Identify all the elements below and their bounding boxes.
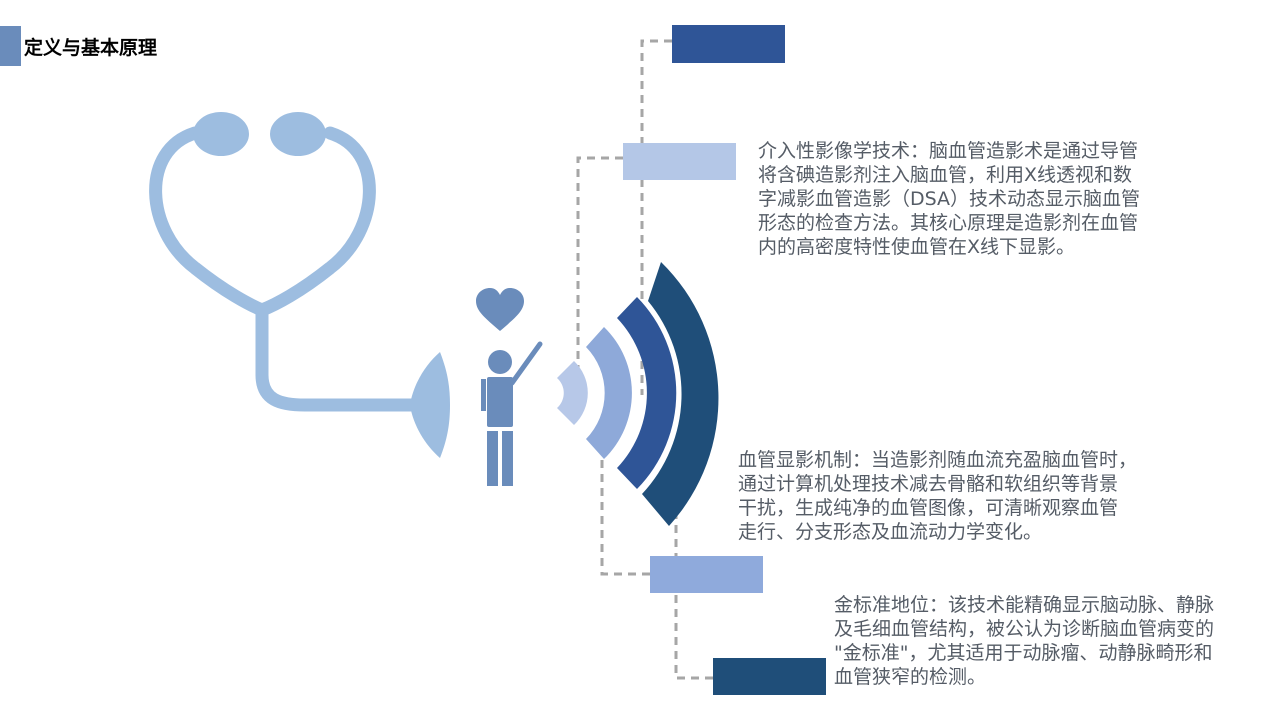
stethoscope-earpiece-right [270, 112, 326, 156]
connector-upper [576, 156, 623, 370]
box-top [672, 25, 785, 63]
person-raised-arm [509, 341, 543, 386]
section-2-line-2: 通过计算机处理技术减去骨骼和软组织等背景 [738, 473, 1119, 495]
section-1-line-2: 将含碘造影剂注入脑血管，利用X线透视和数 [758, 164, 1133, 186]
section-vessel-imaging-mechanism: 血管显影机制：当造影剂随血流充盈脑血管时， 通过计算机处理技术减去骨骼和软组织等… [738, 448, 1137, 544]
box-lower [650, 556, 763, 593]
connector-lower [600, 420, 650, 576]
section-3-line-1: 金标准地位：该技术能精确显示脑动脉、静脉 [834, 594, 1215, 616]
section-1-line-1: 介入性影像学技术：脑血管造影术是通过导管 [758, 140, 1139, 162]
section-3-line-2: 及毛细血管结构，被公认为诊断脑血管病变的 [834, 618, 1215, 640]
section-2-line-1: 血管显影机制：当造影剂随血流充盈脑血管时， [738, 449, 1138, 471]
section-2-line-3: 干扰，生成纯净的血管图像，可清晰观察血管 [738, 497, 1119, 519]
person-body [487, 377, 513, 427]
section-1-line-4: 形态的检查方法。其核心原理是造影剂在血管 [758, 212, 1139, 234]
person-right-leg [502, 431, 513, 486]
person-left-arm [481, 379, 486, 411]
stethoscope-icon [149, 112, 450, 458]
person-left-leg [487, 431, 498, 486]
section-interventional-imaging: 介入性影像学技术：脑血管造影术是通过导管 将含碘造影剂注入脑血管，利用X线透视和… [758, 139, 1140, 259]
stethoscope-stem [255, 303, 427, 412]
section-3-line-4: 血管狭窄的检测。 [834, 666, 987, 688]
section-gold-standard-status: 金标准地位：该技术能精确显示脑动脉、静脉 及毛细血管结构，被公认为诊断脑血管病变… [834, 593, 1214, 689]
connector-bottom [674, 452, 713, 680]
stethoscope-chestpiece [410, 352, 450, 458]
section-2-line-4: 走行、分支形态及血流动力学变化。 [738, 521, 1043, 543]
connector-lines [576, 39, 713, 680]
page-title: 定义与基本原理 [24, 37, 158, 59]
section-3-line-3: "金标准"，尤其适用于动脉瘤、动静脉畸形和 [834, 642, 1213, 664]
box-upper [623, 143, 736, 180]
box-bottom [713, 658, 826, 695]
stethoscope-tube [149, 126, 376, 318]
title-accent-bar [0, 26, 21, 66]
signal-arc-3 [617, 297, 677, 489]
person-head [488, 350, 512, 374]
heart-icon [476, 288, 524, 331]
stethoscope-earpiece-left [193, 112, 249, 156]
signal-arc-1 [557, 361, 588, 425]
section-1-line-5: 内的高密度特性使血管在X线下显影。 [758, 236, 1076, 258]
connector-top [640, 39, 672, 395]
signal-waves-icon [557, 262, 719, 526]
person-icon [476, 288, 543, 486]
section-1-line-3: 字减影血管造影（DSA）技术动态显示脑血管 [758, 188, 1141, 210]
signal-arc-4 [642, 262, 719, 526]
signal-arc-2 [586, 327, 632, 459]
